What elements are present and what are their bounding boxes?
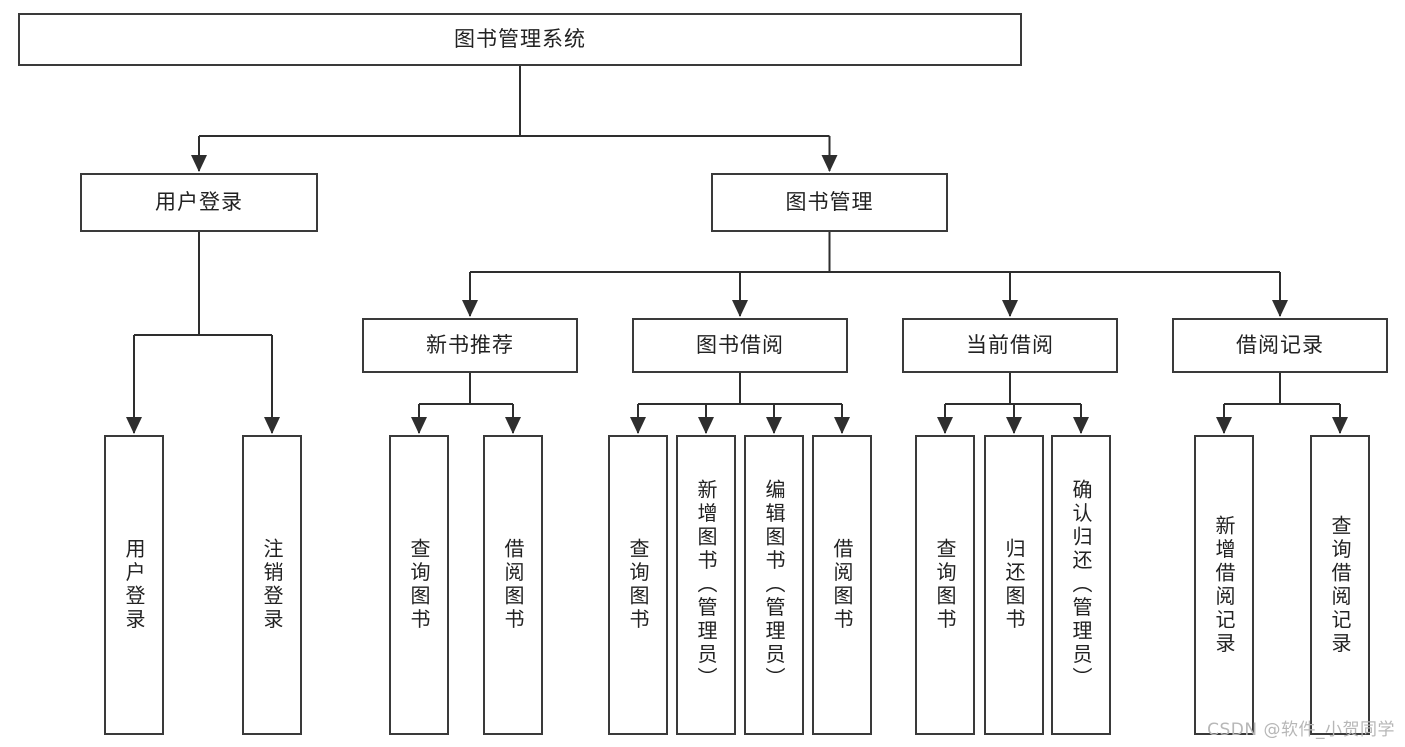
node-book-manage[interactable]: 图书管理 [711,173,948,232]
node-leaf-search-book-2[interactable]: 查询图书 [608,435,668,735]
node-leaf-search-book-3[interactable]: 查询图书 [915,435,975,735]
node-user-login-label: 用户登录 [155,190,243,215]
node-leaf-borrow-book-1[interactable]: 借阅图书 [483,435,543,735]
node-leaf-borrow-book-2-label: 借阅图书 [830,538,854,632]
node-leaf-confirm-return[interactable]: 确认归还（管理员） [1051,435,1111,735]
node-leaf-search-book-1[interactable]: 查询图书 [389,435,449,735]
node-leaf-add-record[interactable]: 新增借阅记录 [1194,435,1254,735]
node-leaf-search-record[interactable]: 查询借阅记录 [1310,435,1370,735]
node-book-manage-label: 图书管理 [785,190,874,215]
node-borrow-record[interactable]: 借阅记录 [1172,318,1388,373]
node-leaf-return-book[interactable]: 归还图书 [984,435,1044,735]
node-leaf-edit-book[interactable]: 编辑图书（管理员） [744,435,804,735]
node-leaf-borrow-book-1-label: 借阅图书 [501,538,525,632]
node-leaf-search-record-label: 查询借阅记录 [1328,514,1352,656]
node-leaf-add-record-label: 新增借阅记录 [1212,514,1236,656]
node-leaf-return-book-label: 归还图书 [1002,538,1026,632]
node-leaf-borrow-book-2[interactable]: 借阅图书 [812,435,872,735]
node-leaf-add-book-label: 新增图书（管理员） [694,479,718,691]
node-new-book-recommend[interactable]: 新书推荐 [362,318,578,373]
node-user-login[interactable]: 用户登录 [80,173,318,232]
node-leaf-search-book-3-label: 查询图书 [933,538,957,632]
node-leaf-user-login-label: 用户登录 [122,538,146,632]
node-book-borrow-label: 图书借阅 [696,333,784,358]
node-leaf-logout-label: 注销登录 [260,538,284,632]
node-root-label: 图书管理系统 [454,27,586,52]
node-leaf-confirm-return-label: 确认归还（管理员） [1069,479,1093,691]
node-leaf-add-book[interactable]: 新增图书（管理员） [676,435,736,735]
node-book-borrow[interactable]: 图书借阅 [632,318,848,373]
node-borrow-record-label: 借阅记录 [1236,333,1324,358]
node-new-book-recommend-label: 新书推荐 [426,333,514,358]
node-current-borrow-label: 当前借阅 [966,333,1054,358]
node-leaf-logout[interactable]: 注销登录 [242,435,302,735]
node-leaf-search-book-2-label: 查询图书 [626,538,650,632]
node-leaf-user-login[interactable]: 用户登录 [104,435,164,735]
node-current-borrow[interactable]: 当前借阅 [902,318,1118,373]
node-root[interactable]: 图书管理系统 [18,13,1022,66]
node-leaf-search-book-1-label: 查询图书 [407,538,431,632]
node-leaf-edit-book-label: 编辑图书（管理员） [762,479,786,691]
